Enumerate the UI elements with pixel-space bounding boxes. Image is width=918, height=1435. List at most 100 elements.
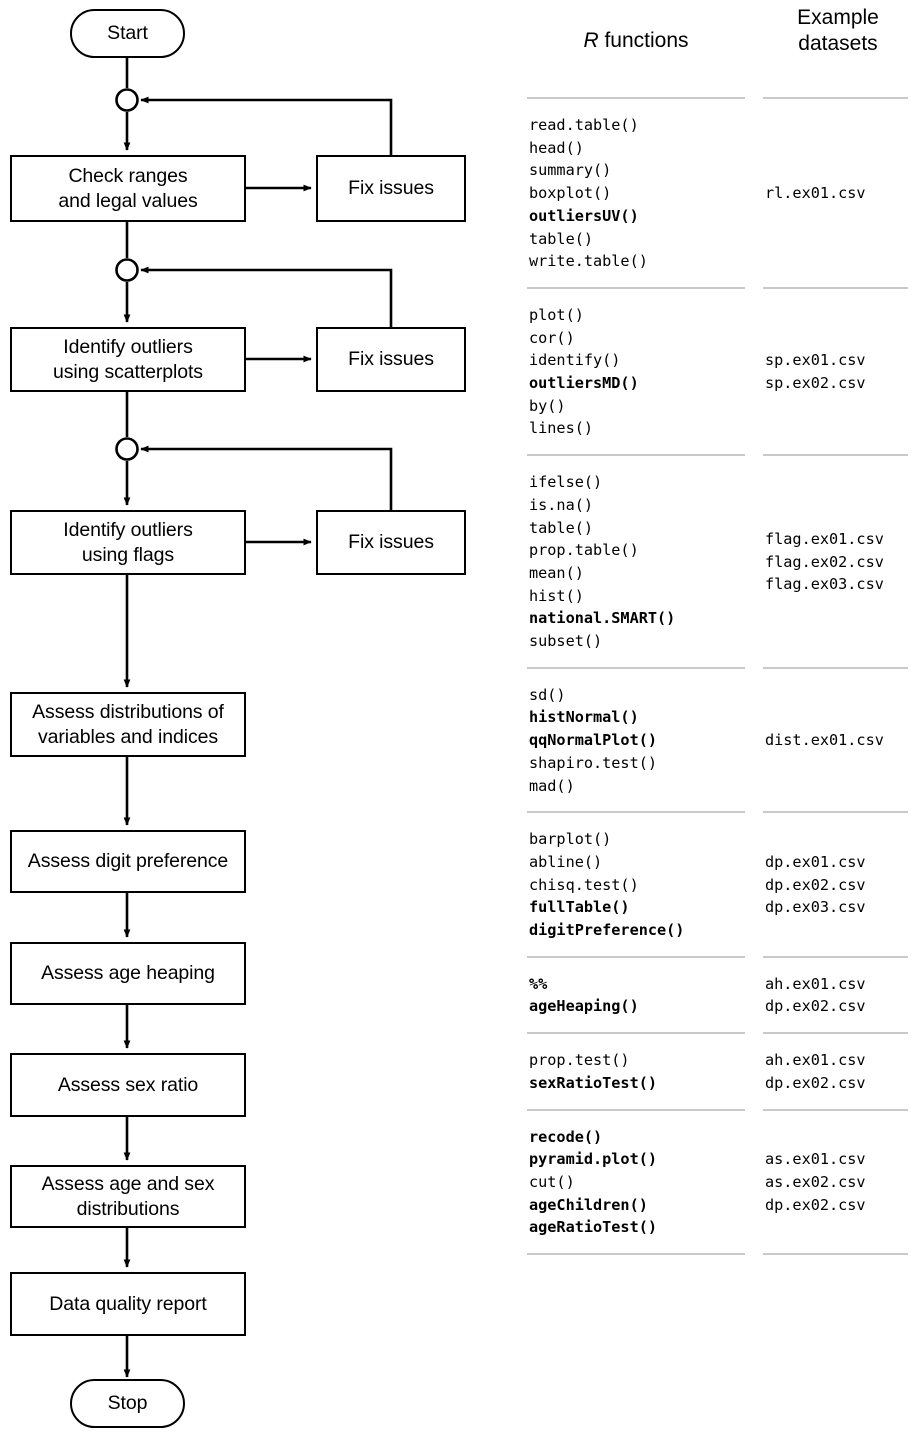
function-name: %%: [529, 974, 548, 993]
data-quality-flowchart: Start Check ranges and legal values Iden…: [10, 9, 466, 1428]
group-3-functions: sd() histNormal() qqNormalPlot() shapiro…: [529, 684, 657, 798]
function-name: plot(): [529, 305, 584, 324]
function-name: subset(): [529, 632, 603, 651]
function-name: write.table(): [529, 252, 648, 271]
node-identify-outliers-scatterplots-label: Identify outliers using scatterplots: [53, 335, 203, 383]
function-name: identify(): [529, 351, 621, 370]
function-name: qqNormalPlot(): [529, 731, 658, 750]
group-7-datasets: as.ex01.csv as.ex02.csv dp.ex02.csv: [765, 1148, 866, 1216]
node-identify-outliers-flags[interactable]: Identify outliers using flags: [10, 510, 246, 575]
group-2-functions: ifelse() is.na() table() prop.table() me…: [529, 471, 675, 653]
function-name: prop.table(): [529, 541, 639, 560]
column-header-r-italic: R: [583, 29, 599, 52]
function-name: ageRatioTest(): [529, 1218, 658, 1237]
node-assess-age-heaping[interactable]: Assess age heaping: [10, 942, 246, 1005]
group-2-datasets: flag.ex01.csv flag.ex02.csv flag.ex03.cs…: [765, 528, 884, 596]
node-assess-age-sex-label: Assess age and sex distributions: [41, 1172, 215, 1220]
node-stop[interactable]: Stop: [70, 1379, 185, 1428]
group-divider-datasets-7: [763, 1108, 908, 1111]
junction-circle-2: [115, 258, 139, 282]
group-divider-functions-4: [527, 811, 745, 814]
dataset-name: sp.ex02.csv: [765, 374, 866, 392]
flowchart-connectors: [115, 58, 393, 1378]
node-assess-digit-preference[interactable]: Assess digit preference: [10, 830, 246, 893]
function-name: recode(): [529, 1127, 603, 1146]
node-start-label: Start: [107, 22, 148, 45]
node-check-ranges-label: Check ranges and legal values: [58, 164, 198, 212]
function-name: head(): [529, 138, 584, 157]
group-divider-functions-end: [527, 1253, 745, 1255]
group-divider-functions-7: [527, 1108, 745, 1111]
dataset-name: dp.ex02.csv: [765, 1073, 866, 1092]
function-name: cor(): [529, 328, 575, 347]
function-name: outliersUV(): [529, 206, 639, 225]
node-fix-issues-2-label: Fix issues: [348, 348, 434, 371]
node-assess-distributions[interactable]: Assess distributions of variables and in…: [10, 692, 246, 757]
function-name: ageHeaping(): [529, 997, 639, 1016]
group-1-functions: plot() cor() identify() outliersMD() by(…: [529, 304, 639, 440]
function-name: sexRatioTest(): [529, 1073, 658, 1092]
dataset-name: flag.ex03.csv: [765, 575, 884, 594]
group-3-datasets: dist.ex01.csv: [765, 729, 884, 752]
dataset-name: rl.ex01.csv: [765, 184, 866, 203]
node-start[interactable]: Start: [70, 9, 185, 58]
group-0-functions: read.table() head() summary() boxplot() …: [529, 114, 648, 273]
function-name: barplot(): [529, 830, 612, 849]
function-name: pyramid.plot(): [529, 1150, 658, 1169]
group-divider-functions-3: [527, 666, 745, 669]
group-divider-functions-2: [527, 454, 745, 457]
dataset-name: dp.ex02.csv: [765, 875, 866, 894]
node-fix-issues-3-label: Fix issues: [348, 531, 434, 554]
node-check-ranges[interactable]: Check ranges and legal values: [10, 155, 246, 222]
group-4-datasets: dp.ex01.csv dp.ex02.csv dp.ex03.csv: [765, 851, 866, 919]
group-divider-datasets-0: [763, 97, 908, 99]
function-name: national.SMART(): [529, 609, 676, 628]
dataset-name: dp.ex02.csv: [765, 1195, 866, 1214]
group-divider-functions-5: [527, 955, 745, 958]
junction-circle-1: [115, 88, 139, 112]
node-assess-sex-ratio[interactable]: Assess sex ratio: [10, 1053, 246, 1117]
node-fix-issues-1[interactable]: Fix issues: [316, 155, 466, 222]
group-4-functions: barplot() abline() chisq.test() fullTabl…: [529, 828, 684, 942]
group-divider-datasets-4: [763, 811, 908, 814]
node-assess-age-sex[interactable]: Assess age and sex distributions: [10, 1165, 246, 1228]
node-identify-outliers-scatterplots[interactable]: Identify outliers using scatterplots: [10, 327, 246, 392]
edge-fix2-feedback: [140, 266, 393, 327]
column-header-functions-rest: functions: [598, 29, 689, 52]
dataset-name: as.ex01.csv: [765, 1150, 866, 1169]
function-name: boxplot(): [529, 184, 612, 203]
group-0-datasets: rl.ex01.csv: [765, 182, 866, 205]
function-name: ageChildren(): [529, 1195, 648, 1214]
node-data-quality-report[interactable]: Data quality report: [10, 1272, 246, 1336]
function-name: summary(): [529, 161, 612, 180]
dataset-name: dist.ex01.csv: [765, 731, 884, 750]
function-name: cut(): [529, 1172, 575, 1191]
group-divider-datasets-3: [763, 666, 908, 669]
function-name: sd(): [529, 685, 566, 704]
function-name: histNormal(): [529, 708, 639, 727]
group-6-datasets: ah.ex01.csv dp.ex02.csv: [765, 1049, 866, 1094]
group-5-datasets: ah.ex01.csv dp.ex02.csv: [765, 973, 866, 1018]
column-header-r-functions: R functions: [527, 28, 745, 54]
group-5-functions: %% ageHeaping(): [529, 973, 639, 1018]
group-7-functions: recode() pyramid.plot() cut() ageChildre…: [529, 1126, 657, 1240]
node-fix-issues-2[interactable]: Fix issues: [316, 327, 466, 392]
node-data-quality-report-label: Data quality report: [49, 1292, 207, 1315]
node-fix-issues-3[interactable]: Fix issues: [316, 510, 466, 575]
dataset-name: flag.ex02.csv: [765, 552, 884, 571]
group-divider-datasets-5: [763, 955, 908, 958]
node-assess-age-heaping-label: Assess age heaping: [41, 962, 215, 985]
node-assess-sex-ratio-label: Assess sex ratio: [57, 1073, 199, 1096]
function-name: read.table(): [529, 116, 639, 134]
node-assess-digit-preference-label: Assess digit preference: [27, 850, 229, 873]
dataset-name: dp.ex01.csv: [765, 852, 866, 871]
dataset-name: sp.ex01.csv: [765, 351, 866, 370]
group-divider-datasets-6: [763, 1032, 908, 1035]
reference-table: R functions Example datasets read.table(…: [500, 0, 918, 1435]
junction-circle-3: [115, 437, 139, 461]
group-divider-functions-0: [527, 97, 745, 99]
group-1-datasets: sp.ex01.csv sp.ex02.csv: [765, 349, 866, 394]
group-divider-datasets-end: [763, 1253, 908, 1255]
dataset-name: dp.ex03.csv: [765, 898, 866, 917]
dataset-name: flag.ex01.csv: [765, 529, 884, 548]
